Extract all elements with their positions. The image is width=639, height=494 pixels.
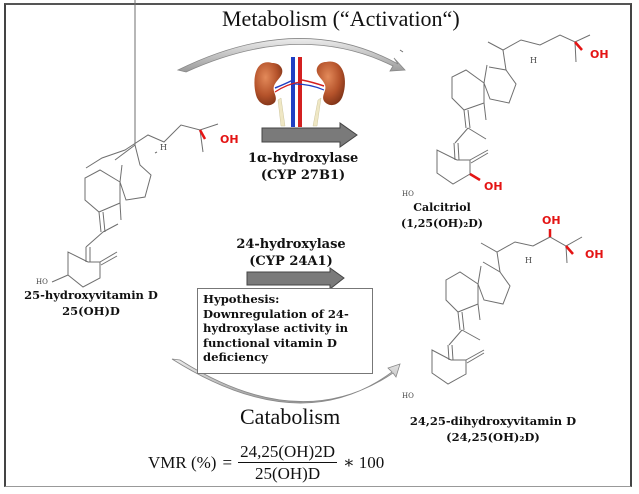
activation-straight-arrow xyxy=(261,122,358,148)
substrate-label: 25-hydroxyvitamin D 25(OH)D xyxy=(8,287,174,319)
hypothesis-line: functional vitamin D xyxy=(203,335,337,350)
hypothesis-line: deficiency xyxy=(203,350,268,364)
formula-fraction: 24,25(OH)2D 25(OH)D xyxy=(238,442,337,483)
substrate-abbr: 25(OH)D xyxy=(62,304,120,318)
calcitriol-label: Calcitriol (1,25(OH)₂D) xyxy=(394,200,490,232)
activation-enzyme-name: 1α-hydroxylase xyxy=(248,151,359,166)
oh-label: OH xyxy=(484,180,503,193)
activation-enzyme-gene: (CYP 27B1) xyxy=(260,168,346,183)
hypothesis-line: Hypothesis: xyxy=(203,292,280,306)
oh-label: OH xyxy=(585,248,604,261)
vmr-formula: VMR (%) = 24,25(OH)2D 25(OH)D ∗ 100 xyxy=(148,442,384,483)
catabolism-curved-arrow xyxy=(171,358,401,404)
ho-label: HO xyxy=(36,278,48,286)
catabolic-enzyme-label: 24-hydroxylase (CYP 24A1) xyxy=(236,236,346,270)
h-label: H xyxy=(530,56,537,65)
substrate-name: 25-hydroxyvitamin D xyxy=(24,288,158,302)
h-label: H xyxy=(160,143,167,152)
catabolic-enzyme-name: 24-hydroxylase xyxy=(236,237,346,252)
hypothesis-line: Downregulation of 24- xyxy=(203,306,349,321)
oh-label: OH xyxy=(220,133,239,146)
calcitriol-abbr: (1,25(OH)₂D) xyxy=(401,217,483,230)
oh-label: OH xyxy=(590,48,609,61)
hypothesis-line: hydroxylase activity in xyxy=(203,321,349,335)
molecule-25-hydroxyvitamin-d xyxy=(51,0,219,288)
metabolism-heading: Metabolism (“Activation“) xyxy=(222,6,460,31)
formula-equals: = xyxy=(222,452,233,472)
kidneys-icon xyxy=(254,57,345,127)
formula-denominator: 25(OH)D xyxy=(254,464,321,483)
activation-enzyme-label: 1α-hydroxylase (CYP 27B1) xyxy=(248,150,358,184)
figure-frame xyxy=(4,3,632,487)
formula-numerator: 24,25(OH)2D xyxy=(238,442,337,463)
catabolic-straight-arrow xyxy=(246,267,345,291)
ho-label: HO xyxy=(402,392,414,400)
formula-lhs: VMR (%) xyxy=(148,452,217,472)
ho-label: HO xyxy=(402,190,414,198)
catabolite-abbr: (24,25(OH)₂D) xyxy=(446,430,540,444)
molecule-calcitriol xyxy=(399,34,591,185)
oh-label: OH xyxy=(542,214,561,227)
formula-multiplier: ∗ 100 xyxy=(342,452,385,472)
catabolism-heading: Catabolism xyxy=(240,404,341,429)
molecule-24-25-dihydroxyvitamin-d xyxy=(431,236,583,385)
hypothesis-box: Hypothesis: Downregulation of 24- hydrox… xyxy=(197,288,373,374)
h-label: H xyxy=(525,256,532,265)
activation-curved-arrow xyxy=(176,38,406,73)
catabolite-label: 24,25-dihydroxyvitamin D (24,25(OH)₂D) xyxy=(398,413,588,445)
calcitriol-name: Calcitriol xyxy=(413,201,471,214)
catabolite-name: 24,25-dihydroxyvitamin D xyxy=(409,414,577,428)
catabolic-enzyme-gene: (CYP 24A1) xyxy=(249,254,333,269)
